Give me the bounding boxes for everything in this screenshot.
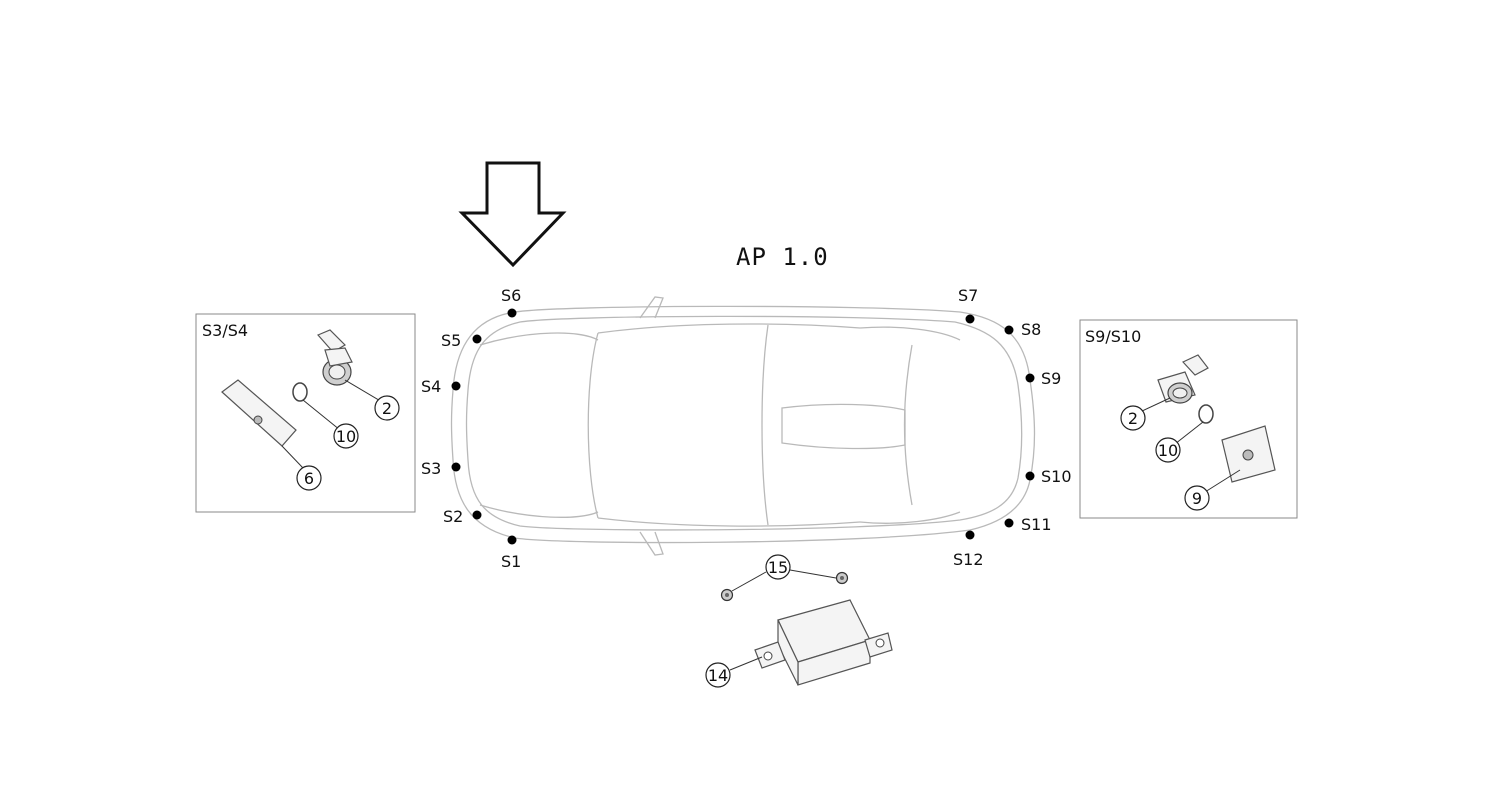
sensor-dot-s3 [451, 462, 461, 472]
sensor-dot-s2 [472, 510, 482, 520]
callout-2-left: 2 [382, 399, 392, 418]
sensor-label-s3: S3 [421, 459, 441, 478]
sensor-label-s7: S7 [958, 286, 978, 305]
sensor-points [451, 308, 1035, 545]
callout-circle [374, 395, 400, 421]
left-inset: S3/S4 2 10 6 [195, 313, 416, 513]
sensor-dot-s8 [1004, 325, 1014, 335]
callout-circle [1120, 405, 1146, 431]
sensor-label-s2: S2 [443, 507, 463, 526]
sensor-dot-s9 [1025, 373, 1035, 383]
sealing-ring-icon [1198, 404, 1214, 424]
sensor-label-s1: S1 [501, 552, 521, 571]
callout-10-right: 10 [1158, 441, 1178, 460]
sensor-label-s6: S6 [501, 286, 521, 305]
sensor-part-icon [1157, 354, 1209, 404]
sensor-dot-s10 [1025, 471, 1035, 481]
left-inset-title: S3/S4 [202, 321, 248, 340]
callout-circle [765, 554, 791, 580]
diagram-title: AP 1.0 [736, 243, 829, 271]
callout-14: 14 [708, 666, 728, 685]
sensor-label-s12: S12 [953, 550, 984, 569]
sensor-dot-s6 [507, 308, 517, 318]
sensor-labels: S1 S2 S3 S4 S5 S6 S7 S8 S9 S10 S11 S12 [421, 286, 1072, 571]
sensor-dot-s1 [507, 535, 517, 545]
callout-6: 6 [304, 469, 314, 488]
sensor-label-s5: S5 [441, 331, 461, 350]
right-inset-title: S9/S10 [1085, 327, 1141, 346]
sensor-dot-s11 [1004, 518, 1014, 528]
callout-circle [1155, 437, 1181, 463]
right-inset: S9/S10 2 10 9 [1079, 319, 1298, 519]
callout-10-left: 10 [336, 427, 356, 446]
callout-9: 9 [1192, 489, 1202, 508]
sensor-label-s8: S8 [1021, 320, 1041, 339]
sensor-dot-s12 [965, 530, 975, 540]
bracket-part-icon [221, 379, 297, 447]
sensor-label-s10: S10 [1041, 467, 1072, 486]
sensor-dot-s5 [472, 334, 482, 344]
callout-circle [705, 662, 731, 688]
callout-2-right: 2 [1128, 409, 1138, 428]
callout-15: 15 [768, 558, 788, 577]
sensor-dot-s4 [451, 381, 461, 391]
sensor-label-s4: S4 [421, 377, 441, 396]
sensor-label-s11: S11 [1021, 515, 1052, 534]
callout-circle [296, 465, 322, 491]
sensor-part-icon [316, 329, 353, 386]
sealing-ring-icon [292, 382, 308, 402]
car-outline [450, 296, 1036, 556]
callout-circle [333, 423, 359, 449]
callout-circle [1184, 485, 1210, 511]
sensor-dot-s7 [965, 314, 975, 324]
sensor-label-s9: S9 [1041, 369, 1061, 388]
control-module: 15 14 [705, 554, 893, 688]
right-inset-frame [1079, 319, 1298, 519]
direction-arrow-icon [458, 161, 567, 268]
